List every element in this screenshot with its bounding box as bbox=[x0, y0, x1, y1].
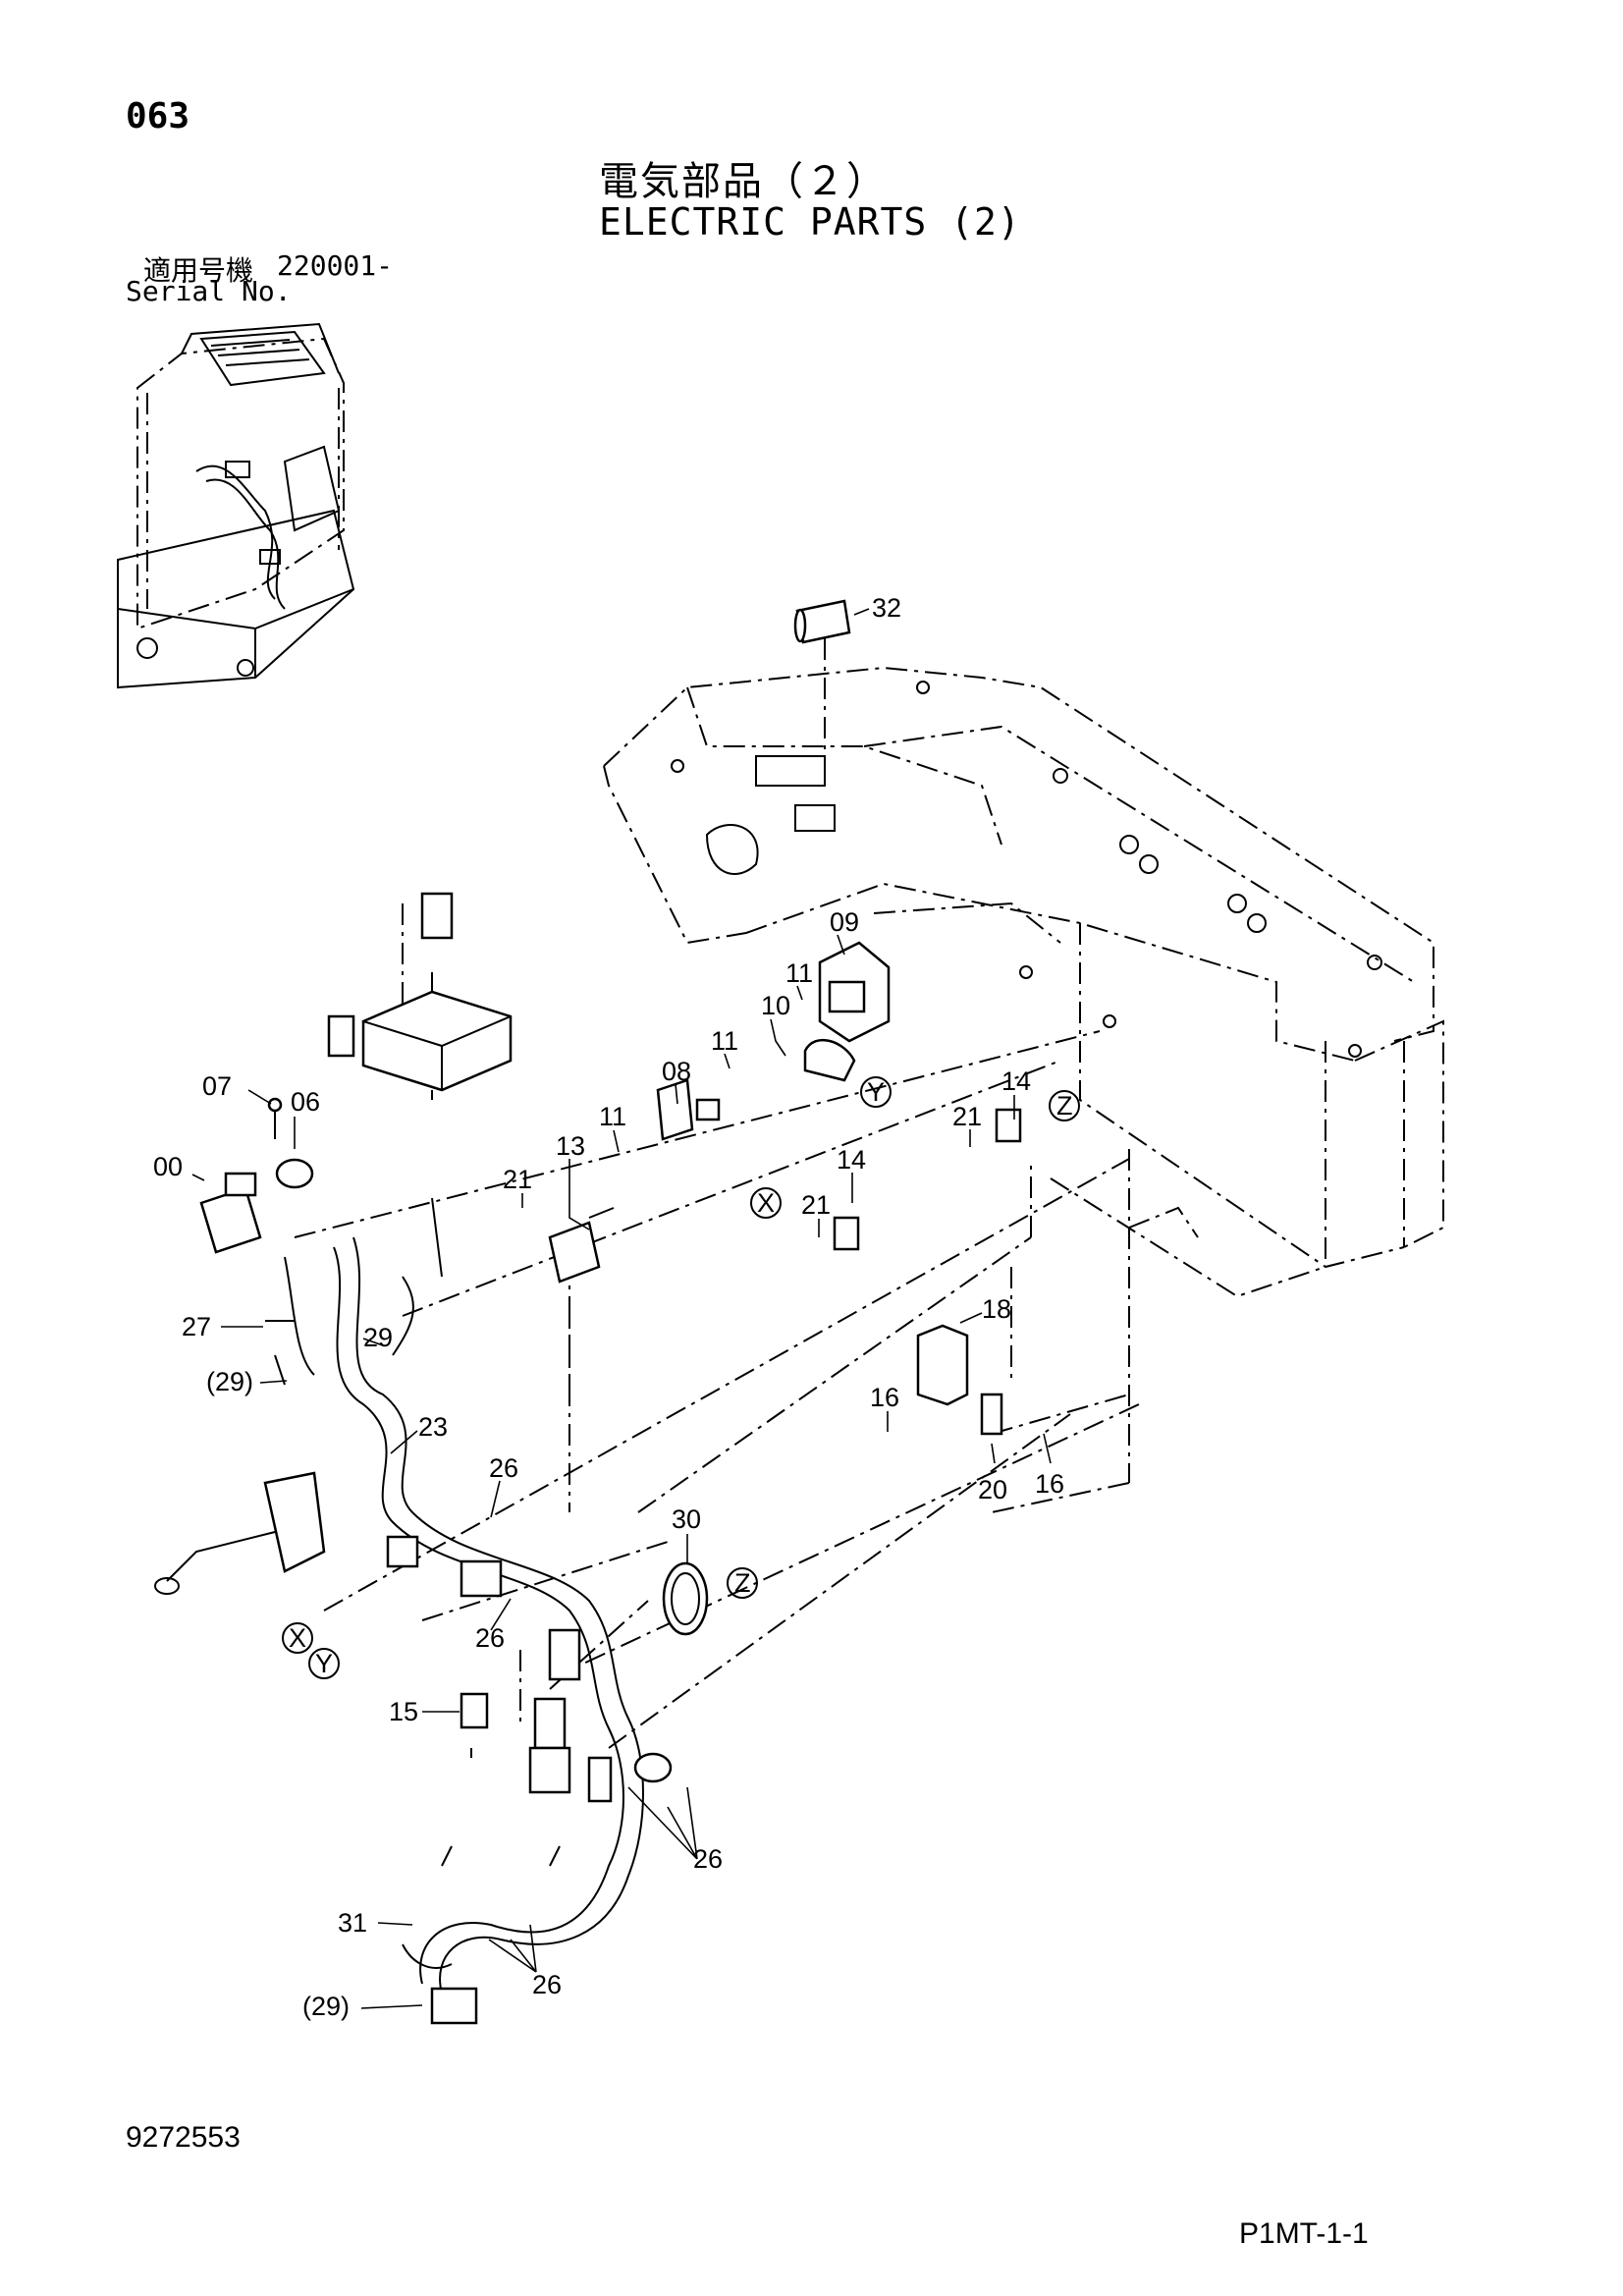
callout-21: 21 bbox=[801, 1190, 831, 1220]
svg-text:X: X bbox=[289, 1623, 306, 1653]
callout-07: 07 bbox=[202, 1071, 232, 1101]
parts bbox=[154, 599, 1022, 2025]
callout-21: 21 bbox=[503, 1165, 532, 1194]
callout-06: 06 bbox=[291, 1087, 320, 1117]
svg-text:Z: Z bbox=[1056, 1091, 1073, 1121]
machine-overview-thumbnail bbox=[117, 322, 355, 689]
marker-y-right: Y bbox=[860, 1076, 892, 1108]
callout-00: 00 bbox=[153, 1152, 183, 1181]
callout-09: 09 bbox=[830, 907, 859, 937]
marker-z-grommet: Z bbox=[727, 1567, 758, 1599]
serial-label-english: Serial No. bbox=[126, 275, 292, 307]
callout-32: 32 bbox=[872, 593, 901, 623]
machine-frame bbox=[603, 666, 1444, 1298]
callout-29: 29 bbox=[363, 1323, 393, 1352]
callout-18: 18 bbox=[982, 1294, 1011, 1324]
callout-16: 16 bbox=[870, 1383, 899, 1412]
page-number: 063 bbox=[126, 96, 190, 137]
callout-26: 26 bbox=[532, 1970, 562, 1999]
marker-z-frame: Z bbox=[1049, 1090, 1080, 1121]
serial-label-japanese: 適用号機 bbox=[143, 254, 254, 287]
svg-text:Y: Y bbox=[315, 1649, 333, 1678]
reference-markers: X Y Z Z X Y bbox=[282, 1076, 1080, 1679]
callout-11: 11 bbox=[785, 958, 813, 988]
document-number: 9272553 bbox=[126, 2121, 241, 2154]
marker-y-left: Y bbox=[308, 1648, 340, 1679]
callout-26: 26 bbox=[693, 1844, 723, 1874]
callout-14: 14 bbox=[837, 1145, 866, 1175]
page-code: P1MT-1-1 bbox=[1239, 2217, 1369, 2250]
serial-number-value: 220001- bbox=[277, 249, 394, 282]
svg-text:Z: Z bbox=[734, 1568, 751, 1598]
callout-leaders bbox=[191, 608, 1052, 2009]
callout-27: 27 bbox=[182, 1312, 211, 1341]
callout-26: 26 bbox=[475, 1623, 505, 1653]
title-english: ELECTRIC PARTS (2) bbox=[599, 200, 1021, 244]
callout-20: 20 bbox=[978, 1475, 1007, 1504]
callout-23: 23 bbox=[418, 1412, 448, 1442]
marker-x-right: X bbox=[750, 1187, 782, 1219]
svg-text:Y: Y bbox=[867, 1077, 885, 1107]
callout-labels: 32 09 11 10 11 08 11 13 21 21 14 21 14 0… bbox=[153, 593, 1064, 2021]
callout-29-paren: (29) bbox=[206, 1367, 253, 1396]
callout-21: 21 bbox=[952, 1102, 982, 1131]
title-japanese: 電気部品（２） bbox=[599, 159, 888, 204]
callout-29-paren: (29) bbox=[302, 1992, 350, 2021]
callout-14: 14 bbox=[1001, 1066, 1031, 1096]
callout-11: 11 bbox=[599, 1102, 626, 1131]
connection-leads bbox=[294, 638, 1140, 1758]
callout-15: 15 bbox=[389, 1697, 418, 1726]
callout-10: 10 bbox=[761, 991, 790, 1020]
callout-30: 30 bbox=[672, 1504, 701, 1534]
marker-x-left: X bbox=[282, 1622, 313, 1654]
callout-13: 13 bbox=[556, 1131, 585, 1161]
callout-08: 08 bbox=[662, 1057, 691, 1086]
callout-26: 26 bbox=[489, 1453, 518, 1483]
callout-11: 11 bbox=[711, 1026, 738, 1056]
callout-31: 31 bbox=[338, 1908, 367, 1938]
svg-text:X: X bbox=[757, 1188, 775, 1218]
callout-16: 16 bbox=[1035, 1469, 1064, 1499]
